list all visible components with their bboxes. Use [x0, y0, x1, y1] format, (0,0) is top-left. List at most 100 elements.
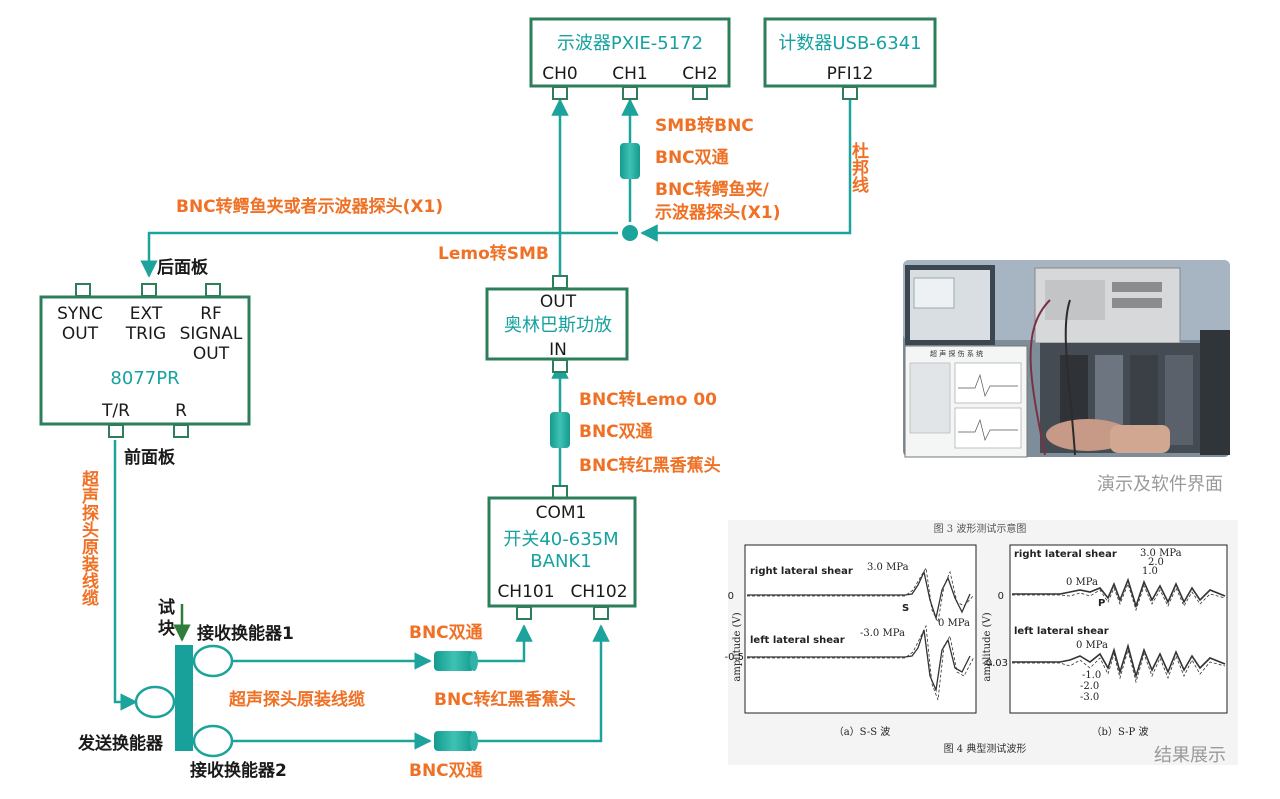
- amplifier-in-label: IN: [549, 340, 567, 360]
- cable-labels: SMB转BNC BNC双通 BNC转鳄鱼夹/ 示波器探头(X1) 杜邦线 BNC…: [78, 115, 869, 781]
- panel-b-wave-bottom-dashed: [1012, 648, 1226, 684]
- amplifier-out-label: OUT: [540, 292, 577, 312]
- wire-bnc-to-ch102: [474, 624, 610, 743]
- pulser-tr-label: T/R: [101, 401, 130, 421]
- panel-a-frame: [744, 544, 977, 714]
- label-bnc-clip-or-probe: BNC转鳄鱼夹或者示波器探头(X1): [176, 196, 443, 217]
- panel-a-ann-pos: 3.0 MPa: [867, 562, 909, 573]
- pulser-name: 8077PR: [110, 368, 179, 389]
- panel-b-frame: [1009, 544, 1228, 714]
- counter-port-label: PFI12: [827, 64, 874, 84]
- bnc-dual-connector-top: [620, 143, 640, 179]
- junction-dot: [622, 225, 638, 241]
- back-panel-label: 后面板: [157, 257, 209, 278]
- counter-box: 计数器USB-6341 PFI12: [763, 17, 937, 100]
- pulser-ext-label-2: TRIG: [125, 324, 166, 344]
- port-rf-out: [205, 283, 221, 297]
- port-ext-trig: [141, 283, 157, 297]
- bnc-cap-recv1: [470, 651, 478, 671]
- oscilloscope-ch0-label: CH0: [542, 64, 577, 84]
- panel-a-ann-zero: 0 MPa: [938, 618, 970, 629]
- panel-a-wave-mark: S: [902, 603, 909, 614]
- port-r: [173, 424, 189, 438]
- switch-com-label: COM1: [536, 503, 587, 523]
- pulser-sync-label-2: OUT: [62, 324, 99, 344]
- transmitter-label: 发送换能器: [77, 733, 164, 754]
- pulser-ext-label-1: EXT: [130, 304, 163, 324]
- specimen-label-2: 块: [158, 619, 176, 639]
- demo-photo: 超 声 探 伤 系 统: [903, 260, 1230, 458]
- waveform-top-caption: 图 3 波形测试示意图: [934, 522, 1027, 535]
- label-probe-cable-horizontal: 超声探头原装线缆: [229, 689, 365, 710]
- transmitter-transducer: [134, 685, 176, 719]
- switch-name-2: BANK1: [530, 551, 591, 572]
- panel-b-ytick-neg: -0.03: [982, 658, 1008, 669]
- port-pfi12: [842, 86, 858, 100]
- label-bnc-clip-1: BNC转鳄鱼夹/: [655, 179, 770, 200]
- pulser-rf-label-2: SIGNAL: [180, 324, 243, 344]
- panel-b-ann-bot-2: -2.0: [1080, 681, 1099, 692]
- pulser-box: SYNC OUT EXT TRIG RF SIGNAL OUT 8077PR T…: [39, 283, 251, 438]
- result-caption: 结果展示: [1154, 745, 1226, 766]
- label-bnc-banana-low: BNC转红黑香蕉头: [434, 689, 576, 710]
- wire-junction-to-ext-trig: [140, 231, 618, 278]
- port-ch0: [552, 86, 568, 100]
- waveform-bottom-caption: 图 4 典型测试波形: [944, 742, 1027, 755]
- panel-b-ann-top-2: 2.0: [1148, 557, 1164, 568]
- amplifier-box: OUT 奥林巴斯功放 IN: [485, 275, 629, 373]
- panel-a-wave-top-dashed: [747, 566, 975, 624]
- label-bnc-banana-mid: BNC转红黑香蕉头: [579, 455, 721, 476]
- software-title: 超 声 探 伤 系 统: [930, 349, 983, 358]
- panel-a-wave-top: [747, 569, 971, 621]
- panel-b-ann-bot-0: 0 MPa: [1076, 640, 1108, 651]
- port-ch102: [593, 606, 609, 620]
- panel-b-ytick-0: 0: [998, 591, 1004, 602]
- label-bnc-to-lemo: BNC转Lemo 00: [579, 389, 717, 410]
- switch-name-1: 开关40-635M: [503, 529, 618, 550]
- panel-a-wave-bottom-dashed: [747, 624, 975, 701]
- oscilloscope-ch2-label: CH2: [682, 64, 717, 84]
- bnc-dual-connector-recv2: [434, 731, 474, 751]
- panel-b-wave-top: [1012, 577, 1226, 609]
- specimen-label-1: 试: [158, 598, 175, 618]
- panel-b-wave-top-dashed: [1012, 582, 1226, 612]
- receiver-1-transducer: [192, 644, 234, 678]
- port-com1: [552, 485, 568, 499]
- transducer-group: 试 块 接收换能器1 接收换能器2 发送换能器: [77, 598, 294, 781]
- port-sync-out: [75, 283, 91, 297]
- label-probe-cable-vertical: 超声探头原装线缆: [78, 469, 100, 606]
- panel-b-ann-bot-1: -1.0: [1082, 670, 1101, 681]
- pulser-r-label: R: [175, 401, 187, 421]
- label-bnc-dual-recv2: BNC双通: [409, 761, 483, 781]
- panel-b-wave-bottom: [1012, 643, 1226, 679]
- oscilloscope-ch1-label: CH1: [612, 64, 647, 84]
- panel-a-ytick-neg: -0.5: [724, 652, 744, 663]
- bnc-dual-connector-mid: [550, 412, 570, 448]
- label-bnc-clip-2: 示波器探头(X1): [655, 202, 780, 223]
- panel-b-right-label: right lateral shear: [1014, 549, 1117, 560]
- panel-b-left-label: left lateral shear: [1014, 626, 1109, 637]
- front-panel-label: 前面板: [124, 447, 176, 468]
- wire-bnc-to-ch101: [474, 624, 533, 663]
- counter-name: 计数器USB-6341: [778, 33, 921, 54]
- pulser-sync-label-1: SYNC: [57, 304, 103, 324]
- panel-a-ytick-0: 0: [728, 591, 734, 602]
- label-bnc-dual-top: BNC双通: [655, 148, 729, 168]
- oscilloscope-box: 示波器PXIE-5172 CH0 CH1 CH2: [529, 17, 731, 100]
- label-lemo-to-smb: Lemo转SMB: [438, 243, 549, 264]
- port-amp-in: [552, 359, 568, 373]
- waveform-figure: 图 3 波形测试示意图 amplitude (V) 0 -0.5 right l…: [724, 520, 1238, 765]
- panel-b-ann-bot-3: -3.0: [1080, 692, 1099, 703]
- panel-a-right-label: right lateral shear: [750, 566, 853, 577]
- switch-box: COM1 开关40-635M BANK1 CH101 CH102: [487, 485, 637, 620]
- panel-a-ann-neg: -3.0 MPa: [860, 628, 905, 639]
- port-ch1: [622, 86, 638, 100]
- port-ch101: [516, 606, 532, 620]
- panel-a-ylabel: amplitude (V): [732, 612, 743, 681]
- receiver-1-label: 接收换能器1: [197, 623, 294, 644]
- wire-counter-to-junction: [640, 100, 852, 242]
- port-ch2: [692, 86, 708, 100]
- oscilloscope-name: 示波器PXIE-5172: [557, 33, 703, 54]
- panel-b-ann-top-3: 1.0: [1142, 566, 1158, 577]
